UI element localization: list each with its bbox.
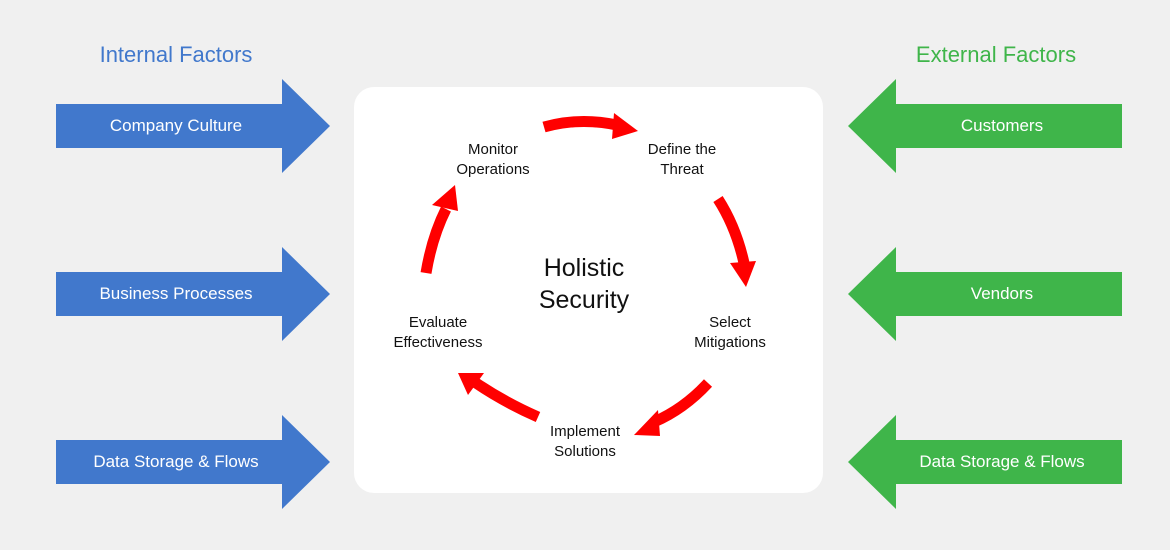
cycle-arrow-implement-to-evaluate [472,378,541,423]
external-factor-arrow-vendors: Vendors [848,247,1122,341]
cycle-arrowhead-icon [612,113,638,139]
cycle-step-define-threat: Define the Threat [602,140,762,180]
right-arrow-icon [56,415,330,509]
internal-factors-heading: Internal Factors [99,42,253,67]
internal-factor-label: Company Culture [109,116,243,135]
right-arrow-icon [56,79,330,173]
cycle-arrow-select-to-implement [651,379,713,428]
left-arrow-icon [848,79,1122,173]
step-label-line: Define the [647,141,717,158]
external-factor-arrow-customers: Customers [848,79,1122,173]
internal-factor-arrow-business-processes: Business Processes [56,247,330,341]
left-arrow-icon [848,247,1122,341]
external-factors-heading: External Factors [915,42,1077,67]
external-factor-label: Vendors [970,284,1034,303]
cycle-arrowhead-icon [634,410,660,436]
cycle-step-monitor-operations: Monitor Operations [413,140,573,180]
cycle-center-title: Holistic Security [504,252,664,316]
external-factor-arrow-data-storage: Data Storage & Flows [848,415,1122,509]
internal-factor-label: Data Storage & Flows [93,452,259,471]
cycle-step-implement-solutions: Implement Solutions [505,422,665,462]
step-label-line: Implement [549,423,621,440]
right-arrow-icon [56,247,330,341]
step-label-line: Operations [456,161,530,178]
cycle-arrowhead-icon [432,185,458,211]
cycle-title-line: Security [538,286,630,314]
holistic-security-panel: Holistic Security Define the Threat Sele… [354,87,823,493]
step-label-line: Effectiveness [393,334,483,351]
cycle-arrows [420,113,756,436]
internal-factor-arrow-company-culture: Company Culture [56,79,330,173]
cycle-title-line: Holistic [543,254,625,282]
step-label-line: Select [709,314,751,331]
external-factor-label: Customers [960,116,1044,135]
cycle-arrow-define-to-select [713,196,750,265]
cycle-arrow-evaluate-to-monitor [420,206,451,274]
step-label-line: Solutions [554,443,616,460]
step-label-line: Threat [660,161,704,178]
external-factor-label: Data Storage & Flows [919,452,1085,471]
step-label-line: Evaluate [408,314,468,331]
cycle-arrow-monitor-to-define [542,115,619,133]
internal-factor-arrow-data-storage: Data Storage & Flows [56,415,330,509]
cycle-step-select-mitigations: Select Mitigations [650,313,810,353]
cycle-step-evaluate-effectiveness: Evaluate Effectiveness [358,313,518,353]
step-label-line: Mitigations [694,334,766,351]
internal-factor-label: Business Processes [99,284,253,303]
cycle-arrowhead-icon [458,373,484,395]
step-label-line: Monitor [467,141,519,158]
left-arrow-icon [848,415,1122,509]
cycle-arrowhead-icon [730,261,756,287]
